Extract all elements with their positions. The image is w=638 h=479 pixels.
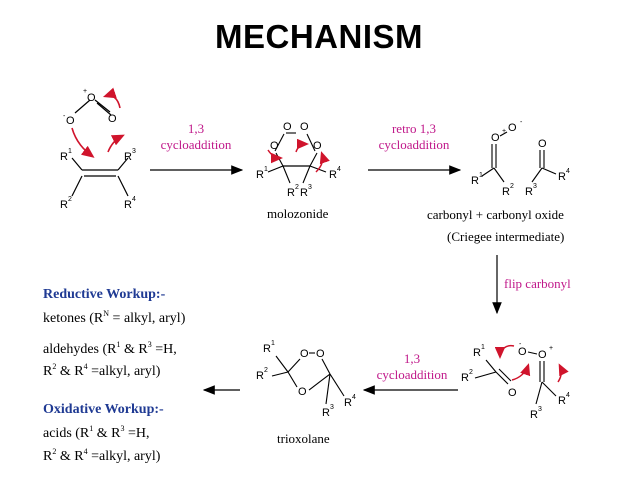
svg-text:4: 4	[337, 166, 341, 173]
svg-text:3: 3	[308, 184, 312, 191]
svg-text:R: R	[473, 347, 481, 359]
curved-arrow	[511, 363, 531, 381]
svg-text:R: R	[558, 171, 566, 183]
slide-title: MECHANISM	[215, 18, 423, 55]
ketones-line: ketones (RN = alkyl, aryl)	[43, 309, 186, 327]
svg-text:R: R	[471, 175, 479, 187]
svg-text:3: 3	[132, 148, 136, 155]
svg-text:R: R	[287, 187, 295, 199]
svg-text:R: R	[344, 397, 352, 409]
acids-line-1: acids (R1 & R3 =H,	[43, 424, 150, 442]
svg-text:R: R	[525, 186, 533, 198]
svg-text:O: O	[283, 121, 292, 133]
svg-text:O: O	[538, 138, 547, 150]
svg-text:O: O	[270, 140, 279, 152]
svg-text:O: O	[508, 122, 517, 134]
charge-minus: -	[63, 113, 66, 120]
molozonide-label: molozonide	[267, 206, 329, 221]
svg-text:R: R	[124, 151, 132, 163]
svg-text:R: R	[60, 199, 68, 211]
svg-text:-: -	[520, 119, 523, 126]
svg-text:R: R	[300, 187, 308, 199]
svg-text:R: R	[263, 343, 271, 355]
criegee-label: (Criegee intermediate)	[447, 229, 565, 244]
svg-text:O: O	[298, 386, 307, 398]
svg-text:R: R	[461, 372, 469, 384]
svg-text:1: 1	[264, 166, 268, 173]
trioxolane-label: trioxolane	[277, 431, 330, 446]
svg-text:O: O	[300, 348, 309, 360]
svg-text:2: 2	[469, 369, 473, 376]
ozone-o-right: O	[108, 113, 117, 125]
curved-arrow	[102, 87, 121, 109]
curved-arrow	[267, 149, 283, 164]
curved-arrow	[494, 344, 515, 359]
svg-text:R: R	[322, 407, 330, 419]
curved-arrow	[557, 363, 569, 383]
svg-text:4: 4	[566, 168, 570, 175]
svg-text:R: R	[530, 409, 538, 421]
carbonyl-label: carbonyl + carbonyl oxide	[427, 207, 564, 222]
svg-text:O: O	[538, 349, 547, 361]
ozone-molecule: O - O + O	[63, 88, 117, 127]
svg-text:2: 2	[68, 196, 72, 203]
svg-text:3: 3	[330, 404, 334, 411]
svg-text:O: O	[313, 140, 322, 152]
curved-arrow	[107, 134, 125, 153]
reductive-workup-heading: Reductive Workup:-	[43, 287, 166, 302]
svg-text:3: 3	[538, 406, 542, 413]
svg-text:2: 2	[295, 184, 299, 191]
curved-arrow	[71, 127, 95, 158]
svg-text:R: R	[256, 169, 264, 181]
ozone-o-left: O	[66, 115, 75, 127]
svg-text:O: O	[508, 387, 517, 399]
svg-text:4: 4	[352, 394, 356, 401]
svg-text:R: R	[256, 370, 264, 382]
aldehydes-line-1: aldehydes (R1 & R3 =H,	[43, 340, 177, 358]
ozone-o-center: O	[87, 92, 96, 104]
svg-text:2: 2	[264, 367, 268, 374]
step3-label: flip carbonyl	[504, 276, 571, 291]
svg-text:3: 3	[533, 183, 537, 190]
svg-text:+: +	[502, 128, 506, 135]
svg-text:R: R	[60, 151, 68, 163]
aldehydes-line-2: R2 & R4 =alkyl, aryl)	[43, 362, 161, 380]
svg-text:R: R	[558, 395, 566, 407]
svg-text:4: 4	[566, 392, 570, 399]
svg-text:O: O	[491, 132, 500, 144]
svg-text:O: O	[300, 121, 309, 133]
svg-text:1: 1	[271, 340, 275, 347]
svg-text:R: R	[124, 199, 132, 211]
curved-arrow	[295, 138, 309, 153]
svg-text:+: +	[549, 345, 553, 352]
svg-text:1: 1	[479, 172, 483, 179]
svg-text:-: -	[519, 341, 522, 348]
charge-plus: +	[83, 88, 87, 95]
svg-text:R: R	[329, 169, 337, 181]
acids-line-2: R2 & R4 =alkyl, aryl)	[43, 447, 161, 465]
oxidative-workup-heading: Oxidative Workup:-	[43, 402, 164, 417]
svg-text:2: 2	[510, 183, 514, 190]
svg-text:R: R	[502, 186, 510, 198]
curved-arrow	[315, 151, 330, 173]
svg-text:4: 4	[132, 196, 136, 203]
svg-text:1: 1	[68, 148, 72, 155]
svg-text:O: O	[316, 348, 325, 360]
svg-text:1: 1	[481, 344, 485, 351]
svg-text:O: O	[518, 346, 527, 358]
